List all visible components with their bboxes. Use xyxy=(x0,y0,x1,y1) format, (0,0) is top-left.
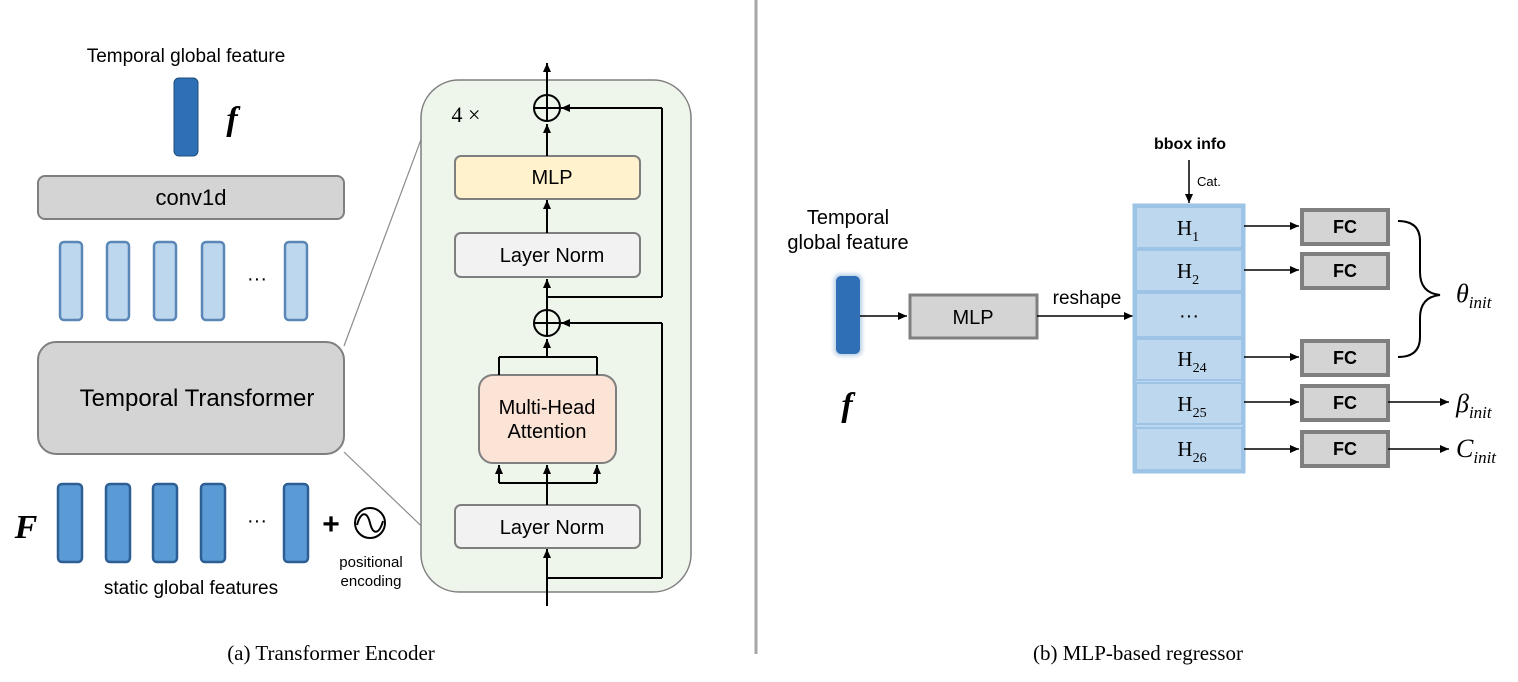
mlp-block-label: MLP xyxy=(531,167,572,189)
b-mlp-label: MLP xyxy=(952,307,993,329)
b-input-feature-bar xyxy=(836,276,860,354)
b-input-label-2: global feature xyxy=(787,232,908,254)
row-label-h24: H24 xyxy=(1177,347,1206,376)
caption-a: (a) Transformer Encoder xyxy=(227,641,435,665)
intermediate-feature-bar xyxy=(200,240,226,322)
row-label-h26: H26 xyxy=(1177,437,1206,466)
plus-sign: + xyxy=(322,508,340,541)
theta-init-label: θinit xyxy=(1456,279,1493,312)
output-feature-bar xyxy=(173,77,199,157)
fc-boxes xyxy=(1300,208,1390,468)
temporal-transformer-label: Temporal Transformer xyxy=(80,385,315,412)
input-ellipsis: ··· xyxy=(247,510,267,532)
fc-label: FC xyxy=(1333,348,1357,368)
row-h24 xyxy=(1135,338,1243,381)
fc-box xyxy=(1300,384,1390,422)
input-feature-bar xyxy=(104,482,132,564)
intermediate-feature-bar xyxy=(105,240,131,322)
row-label-h2: H2 xyxy=(1177,259,1199,288)
positional-encoding-icon xyxy=(354,507,386,539)
fc-label: FC xyxy=(1333,261,1357,281)
multi-head-attention-box xyxy=(478,374,617,464)
input-feature-bar xyxy=(199,482,227,564)
fc-label: FC xyxy=(1333,439,1357,459)
output-label: Temporal global feature xyxy=(87,46,286,67)
intermediate-ellipsis: ··· xyxy=(247,268,267,290)
row-h25 xyxy=(1135,382,1243,425)
b-input-symbol-f: f xyxy=(841,387,856,424)
intermediate-feature-bar xyxy=(58,240,84,322)
input-feature-bar xyxy=(56,482,84,564)
row-label-ellipsis: ··· xyxy=(1179,305,1199,327)
input-feature-bar xyxy=(151,482,179,564)
fc-box xyxy=(1300,208,1390,246)
add-node-upper xyxy=(533,94,561,122)
beta-init-label: βinit xyxy=(1455,389,1493,422)
pos-enc-label-2: encoding xyxy=(341,573,402,590)
fc-label: FC xyxy=(1333,393,1357,413)
conv1d-box xyxy=(37,175,345,220)
pos-enc-label-1: positional xyxy=(339,554,402,571)
intermediate-features: ··· xyxy=(58,240,309,322)
b-mlp-box xyxy=(908,293,1039,340)
conv1d-label: conv1d xyxy=(156,185,227,210)
zoom-line-top xyxy=(343,109,433,347)
row-ellipsis xyxy=(1135,292,1243,338)
repeat-label: 4 × xyxy=(452,102,481,127)
fc-box xyxy=(1300,252,1390,290)
b-input-label-1: Temporal xyxy=(807,207,889,229)
row-label-h25: H25 xyxy=(1177,392,1206,421)
transformer-block-panel xyxy=(420,79,692,593)
row-label-h1: H1 xyxy=(1177,216,1199,245)
temporal-transformer-box xyxy=(37,341,345,455)
reshape-label: reshape xyxy=(1053,288,1122,309)
row-h1 xyxy=(1135,206,1243,249)
output-symbol-f: f xyxy=(226,101,241,138)
panel-a: Temporal global feature f conv1d ··· Tem… xyxy=(14,46,692,665)
input-symbol-F: F xyxy=(14,509,38,546)
cat-label: Cat. xyxy=(1197,174,1221,189)
input-feature-bar xyxy=(282,482,310,564)
fc-box xyxy=(1300,339,1390,377)
mha-label-2: Attention xyxy=(508,421,587,443)
input-caption: static global features xyxy=(104,578,278,599)
row-h26 xyxy=(1135,427,1243,471)
intermediate-feature-bar xyxy=(283,240,309,322)
intermediate-feature-bar xyxy=(152,240,178,322)
bbox-info-label: bbox info xyxy=(1154,136,1226,153)
row-h2 xyxy=(1135,249,1243,292)
mha-label-1: Multi-Head xyxy=(499,397,596,419)
panel-b: Temporal global feature f MLP reshape bb… xyxy=(787,136,1497,665)
theta-brace xyxy=(1397,220,1441,358)
fc-label: FC xyxy=(1333,217,1357,237)
layer-norm-bottom-label: Layer Norm xyxy=(500,517,604,539)
fc-box xyxy=(1300,430,1390,468)
caption-b: (b) MLP-based regressor xyxy=(1033,641,1243,665)
c-init-label: Cinit xyxy=(1456,434,1497,467)
add-node-lower xyxy=(533,309,561,337)
input-features: ··· xyxy=(56,482,310,564)
reshaped-rows xyxy=(1135,206,1243,471)
layer-norm-top-label: Layer Norm xyxy=(500,245,604,267)
